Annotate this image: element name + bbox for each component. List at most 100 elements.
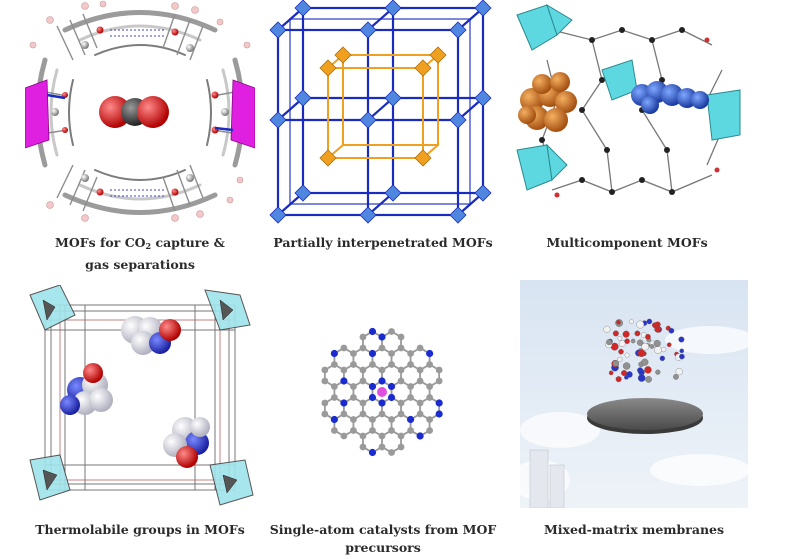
carbon-atom [359,333,367,341]
nitrogen-atom [330,349,338,358]
carbon-atom [397,432,405,440]
carbon-atom [388,361,395,368]
carbon-atom [426,383,434,390]
carbon-atom [340,410,348,418]
carbon-atom [388,328,395,335]
gas-molecule [659,355,665,361]
gas-molecule [629,319,634,324]
gas-molecule [668,327,675,334]
carbon-atom [359,344,367,352]
multicomponent-mof-image [512,0,742,222]
caption-co2-capture: MOFs for CO2 capture & gas separations [55,235,225,272]
gas-molecule [634,330,641,337]
interpenetrated-mof-image [268,0,498,228]
gas-molecule [654,346,662,354]
nitrogen-atom [368,382,377,391]
gas-molecule [679,348,684,354]
nitrogen-atom [378,377,386,385]
gas-molecule [645,376,652,383]
nitrogen-atom [426,349,434,358]
nitrogen-atom [368,327,377,336]
gas-molecule [637,339,644,346]
carbon-atom [321,399,329,407]
carbon-atom [426,361,434,368]
nitrogen-atom [330,415,338,424]
nitrogen-atom [378,333,386,341]
gas-molecule [679,353,685,360]
gas-molecule [626,371,633,378]
caption-membranes: Mixed-matrix membranes [543,522,725,537]
gas-molecule [661,346,667,353]
carbon-atom [397,410,405,418]
gas-molecule [622,362,631,370]
carbon-atom [435,366,443,374]
carbon-atom [378,443,386,451]
nitrogen-atom [368,393,377,402]
carbon-atom [350,383,357,390]
carbon-atom [359,432,367,440]
carbon-atom [321,410,329,418]
gas-molecule [637,349,646,357]
carbon-atom [416,399,424,407]
carbon-atom [359,399,367,407]
gas-molecule [645,333,651,340]
gas-molecule [616,319,621,325]
carbon-atom [350,416,357,423]
carbon-atom [359,410,367,418]
nitrogen-atom [340,377,348,385]
gas-molecule [606,339,613,346]
gas-molecule [608,370,614,376]
carbon-atom [369,361,376,368]
gas-molecule [644,366,652,374]
gas-molecule [654,325,662,333]
thermolabile-mof-image [25,285,255,510]
single-metal-atom [377,387,387,397]
gas-molecule [641,358,649,366]
carbon-atom [397,344,405,352]
gas-molecule [621,370,628,377]
carbon-atom [416,344,424,352]
nitrogen-atom [406,415,415,424]
carbon-atom [407,427,414,434]
gas-molecule [617,356,623,363]
nitrogen-atom [416,432,424,440]
carbon-atom [397,366,405,374]
gas-molecule [641,342,649,351]
nitrogen-atom [387,393,396,402]
carbon-atom [388,427,395,434]
gas-molecule [637,374,646,382]
carbon-atom [397,443,405,451]
gas-molecule [612,330,619,337]
nitrogen-atom [378,399,386,407]
gas-molecule [649,344,655,349]
gas-molecule [624,338,630,344]
caption-thermolabile: Thermolabile groups in MOFs [35,522,245,537]
carbon-atom [359,377,367,385]
gas-molecule [673,374,679,380]
carbon-atom [388,416,395,423]
carbon-atom [407,383,414,390]
carbon-atom [330,427,338,434]
carbon-atom [435,377,443,385]
carbon-atom [340,344,348,352]
carbon-atom [330,361,338,368]
carbon-atom [388,449,395,456]
gas-molecule [636,320,645,329]
nitrogen-atom [387,382,396,391]
carbon-atom [397,333,405,341]
gas-molecule [630,338,636,344]
gas-molecule [678,336,685,343]
gas-molecule [612,360,619,367]
carbon-atom [407,394,414,401]
carbon-atom [340,366,348,374]
carbon-atom [350,394,357,401]
carbon-atom [388,350,395,357]
carbon-atom [350,350,357,357]
caption-interpenetrated: Partially interpenetrated MOFs [273,235,493,250]
carbon-atom [397,377,405,385]
carbon-atom [321,366,329,374]
gas-molecule [655,369,661,375]
carbon-atom [426,394,434,401]
gas-molecule [618,340,626,347]
carbon-atom [378,432,386,440]
